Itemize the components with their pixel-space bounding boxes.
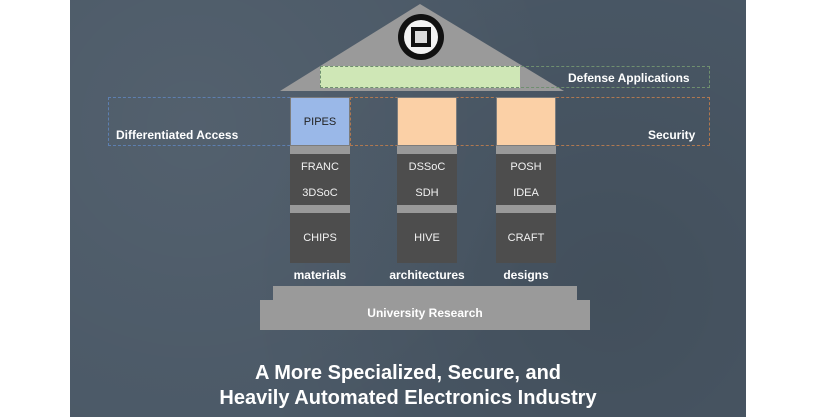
pillar-program-label: DSSoC — [408, 161, 446, 173]
pillar-top-label: PIPES — [303, 116, 337, 128]
pillar-top-cell — [397, 97, 457, 146]
defense-applications-outline — [320, 66, 710, 88]
pillar-divider — [397, 146, 457, 154]
headline-line-1: A More Specialized, Secure, and — [254, 362, 562, 384]
column-label-designs: designs — [503, 268, 549, 282]
defense-bar — [320, 66, 520, 88]
headline-line-2: Heavily Automated Electronics Industry — [219, 387, 597, 409]
pillar-middle-cell: FRANC 3DSoC — [290, 154, 350, 205]
pillar-program-label: CRAFT — [507, 232, 545, 244]
column-label-materials: materials — [293, 268, 347, 282]
foundation-step-top — [273, 286, 577, 304]
pillar-top-cell: PIPES — [290, 97, 350, 146]
pillar-divider — [290, 146, 350, 154]
pillar-divider — [290, 205, 350, 213]
pillar-bottom-cell: CRAFT — [496, 213, 556, 263]
pillar-divider — [397, 205, 457, 213]
differentiated-access-label: Differentiated Access — [116, 128, 239, 142]
pillar-program-label: IDEA — [513, 187, 539, 199]
pillar-bottom-cell: HIVE — [397, 213, 457, 263]
pillar-program-label: HIVE — [414, 232, 440, 244]
security-label: Security — [648, 128, 696, 142]
defense-applications-label: Defense Applications — [568, 71, 690, 85]
foundation-label: University Research — [367, 306, 483, 320]
pillar-bottom-cell: CHIPS — [290, 213, 350, 263]
pillar-program-label: 3DSoC — [302, 187, 338, 199]
pillar-program-label: CHIPS — [303, 232, 337, 244]
pillar-program-label: POSH — [510, 161, 542, 173]
pillar-top-cell — [496, 97, 556, 146]
microchip-icon — [398, 14, 444, 60]
pillar-divider — [496, 205, 556, 213]
foundation-step-bottom — [260, 300, 590, 330]
pillar-middle-cell: POSH IDEA — [496, 154, 556, 205]
pillar-middle-cell: DSSoC SDH — [397, 154, 457, 205]
pillar-program-label: FRANC — [301, 161, 339, 173]
pillar-divider — [496, 146, 556, 154]
pillar-program-label: SDH — [415, 187, 439, 199]
diagram-panel: Defense Applications Differentiated Acce… — [70, 0, 746, 417]
column-label-architectures: architectures — [389, 268, 465, 282]
